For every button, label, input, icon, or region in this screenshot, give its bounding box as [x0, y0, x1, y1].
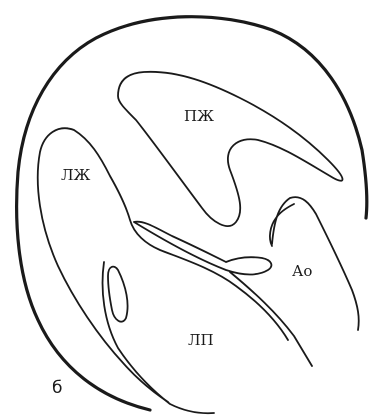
- aortic-wall: [230, 197, 359, 366]
- label-left-atrium: ЛП: [188, 331, 214, 349]
- panel-letter: б: [52, 378, 62, 398]
- outer-heart-contour: [17, 17, 367, 410]
- aortic-root-septum: [270, 204, 294, 246]
- label-right-ventricle: ПЖ: [184, 107, 214, 125]
- label-left-ventricle: ЛЖ: [61, 166, 91, 184]
- label-aorta: Ао: [292, 262, 312, 280]
- mitral-leaflet: [108, 267, 128, 322]
